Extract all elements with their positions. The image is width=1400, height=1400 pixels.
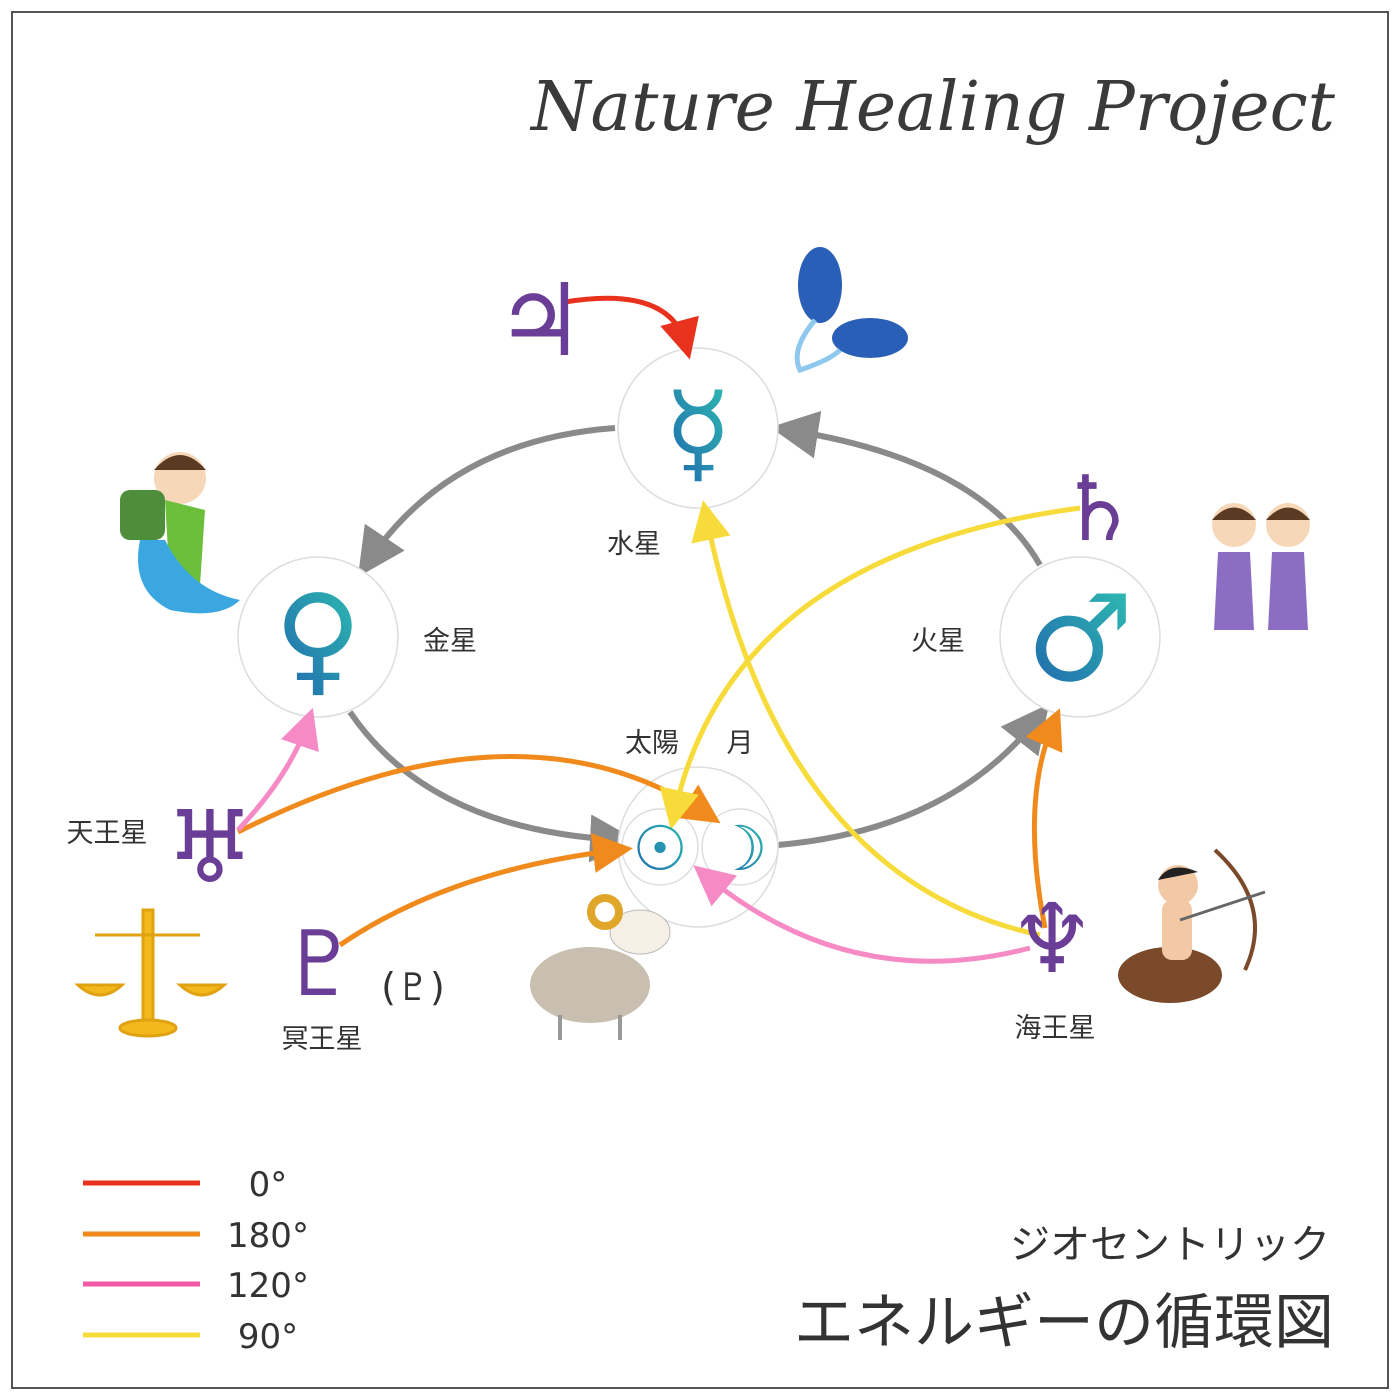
arrow-saturn-to-sun-90 <box>659 505 1081 830</box>
gemini-illustration <box>1212 503 1310 630</box>
aquarius-illustration <box>120 452 240 614</box>
mercury-symbol-icon: ☿ <box>664 368 732 496</box>
mars-symbol-icon: ♂ <box>1026 570 1134 709</box>
sagittarius-illustration <box>1118 848 1266 1003</box>
uranus-label: 天王星 <box>67 818 148 849</box>
neptune-symbol-icon: ♆ <box>1009 883 1095 995</box>
arrow-uranus-to-venus-120 <box>236 707 319 832</box>
arrow-neptune-to-mercury-90 <box>691 500 1041 938</box>
subtitle: ジオセントリック <box>1010 1222 1330 1268</box>
sun-symbol-icon: ☉ <box>632 812 688 885</box>
venus-label: 金星 <box>423 626 477 657</box>
legend-label-90: 90° <box>238 1317 298 1357</box>
arrow-uranus-to-moon-180 <box>236 754 721 835</box>
mercury-label: 水星 <box>607 529 661 560</box>
cycle-arrows <box>347 410 1050 863</box>
arrow-moon-to-mars <box>777 703 1050 848</box>
pisces-illustration <box>794 247 908 374</box>
legend: 0° 180° 120° 90° <box>83 1165 309 1357</box>
legend-label-120: 120° <box>227 1266 309 1306</box>
arrow-mars-to-mercury <box>770 410 1043 567</box>
page-title: Nature Healing Project <box>529 68 1336 147</box>
pluto-label: 冥王星 <box>282 1024 363 1055</box>
jupiter-symbol-icon: ♃ <box>495 262 585 379</box>
neptune-label: 海王星 <box>1015 1013 1096 1044</box>
aspect-arrows <box>236 295 1081 964</box>
arrow-pluto-to-sun-180 <box>338 833 633 948</box>
arrow-neptune-to-sun-120 <box>693 865 1031 964</box>
pluto-symbol-icon: ♇ <box>280 912 361 1017</box>
uranus-symbol-icon: ♅ <box>165 789 255 906</box>
arrow-venus-to-sun <box>347 710 638 863</box>
moon-label: 月 <box>727 728 754 759</box>
aries-illustration <box>530 894 671 1040</box>
venus-symbol-icon: ♀ <box>274 570 362 709</box>
saturn-symbol-icon: ♄ <box>1058 457 1139 562</box>
frame-border <box>11 11 1389 1389</box>
sun-label: 太陽 <box>625 728 679 759</box>
moon-symbol-icon: ☽ <box>712 812 768 885</box>
mars-circle <box>999 556 1161 718</box>
arrow-jupiter-to-mercury-0 <box>564 295 699 360</box>
arrow-mercury-to-venus <box>357 425 616 577</box>
pluto-alt-symbol: (♇) <box>381 965 445 1009</box>
libra-illustration <box>74 908 228 1038</box>
arrow-neptune-to-mars-180 <box>1025 708 1063 929</box>
legend-label-180: 180° <box>227 1216 309 1256</box>
main-caption: エネルギーの循環図 <box>794 1288 1334 1358</box>
legend-label-0: 0° <box>249 1165 288 1205</box>
mars-label: 火星 <box>911 626 965 657</box>
